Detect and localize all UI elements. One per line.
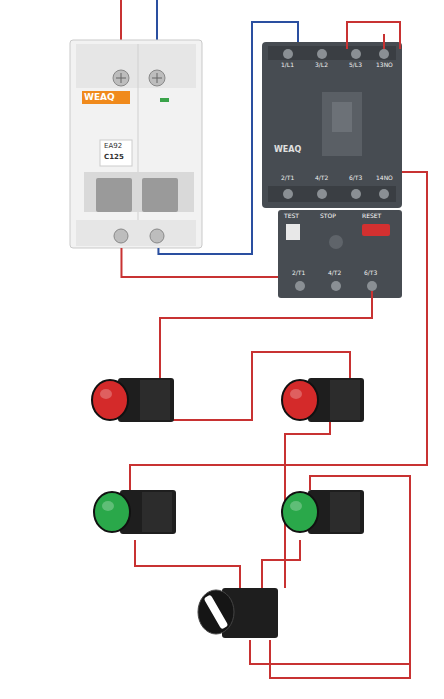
start-button — [94, 490, 176, 534]
stop-button — [92, 380, 128, 420]
control-wires — [135, 540, 240, 588]
overload-relay-box: TEST STOP RESET — [278, 210, 402, 298]
terminal-label: 4/T2 — [315, 175, 328, 181]
contactor — [268, 186, 396, 202]
circuit-breaker — [76, 220, 196, 246]
start-button — [330, 492, 360, 532]
brand-label: WEAQ — [274, 146, 301, 154]
stop-button — [100, 389, 112, 399]
terminal-label: 1/L1 — [281, 62, 294, 68]
circuit-breaker — [142, 178, 178, 212]
circuit-breaker — [116, 73, 162, 83]
stop-button — [290, 389, 302, 399]
contactor — [262, 42, 402, 208]
overload-relay — [362, 224, 390, 236]
overload-relay — [278, 210, 402, 298]
control-wires — [347, 22, 400, 49]
wire-red — [121, 248, 278, 277]
circuit-breaker — [82, 91, 130, 104]
stop-button — [282, 380, 318, 420]
push-buttons — [92, 378, 364, 638]
start-button — [102, 501, 114, 511]
contactor — [262, 42, 402, 208]
circuit-breaker — [70, 40, 202, 248]
brand-label: WEAQ — [84, 93, 115, 102]
terminal-label: 5/L3 — [349, 62, 362, 68]
contactor — [317, 189, 327, 199]
circuit-breaker-box: WEAQ EA92C125 — [70, 40, 202, 248]
button-label: RESET — [362, 213, 381, 219]
start-button — [94, 492, 130, 532]
wire-blue — [158, 22, 298, 254]
stop-button — [282, 378, 364, 422]
terminal-label: 13NO — [376, 62, 393, 68]
button-label: STOP — [320, 213, 336, 219]
contactor — [317, 49, 327, 59]
control-wires — [130, 172, 427, 490]
circuit-breaker — [114, 229, 128, 243]
overload-relay — [286, 224, 300, 240]
circuit-breaker — [138, 44, 139, 246]
terminal-label: 6/T3 — [349, 175, 362, 181]
contactor — [283, 49, 293, 59]
control-wires — [250, 640, 410, 664]
control-wires — [383, 34, 385, 49]
selector-switch — [198, 588, 278, 638]
contactor — [268, 46, 396, 60]
control-wires — [160, 291, 372, 380]
overload-relay — [329, 235, 343, 249]
control-wires — [262, 540, 300, 588]
overload-relay — [295, 281, 305, 291]
selector-switch — [204, 594, 229, 629]
terminal-label: 14NO — [376, 175, 393, 181]
control-wires — [130, 22, 427, 678]
start-button — [290, 501, 302, 511]
start-button — [282, 492, 318, 532]
circuit-breaker — [150, 229, 164, 243]
stop-button — [140, 380, 170, 420]
terminal-label: 4/T2 — [328, 270, 341, 276]
terminal-label: 6/T3 — [364, 270, 377, 276]
circuit-breaker — [100, 140, 132, 166]
start-button — [142, 492, 172, 532]
button-label: TEST — [284, 213, 299, 219]
circuit-breaker — [160, 98, 169, 102]
contactor — [322, 92, 362, 156]
overload-relay — [278, 210, 402, 298]
circuit-breaker — [84, 172, 194, 212]
overload-relay — [367, 281, 377, 291]
terminal-label: 2/T1 — [281, 175, 294, 181]
stop-button — [92, 378, 174, 422]
terminal-label: 2/T1 — [292, 270, 305, 276]
contactor — [332, 102, 352, 132]
circuit-breaker — [76, 44, 196, 88]
model-label: EA92 — [104, 143, 122, 150]
control-wires — [270, 476, 410, 678]
start-button — [282, 490, 364, 534]
selector-switch — [198, 590, 234, 634]
rating-label: C125 — [104, 154, 124, 161]
circuit-breaker — [70, 40, 202, 248]
stop-button — [330, 380, 360, 420]
contactor — [351, 49, 361, 59]
contactor — [283, 189, 293, 199]
overload-relay — [331, 281, 341, 291]
circuit-breaker — [96, 178, 132, 212]
contactor — [379, 189, 389, 199]
contactor — [379, 49, 389, 59]
contactor — [351, 189, 361, 199]
terminal-label: 3/L2 — [315, 62, 328, 68]
